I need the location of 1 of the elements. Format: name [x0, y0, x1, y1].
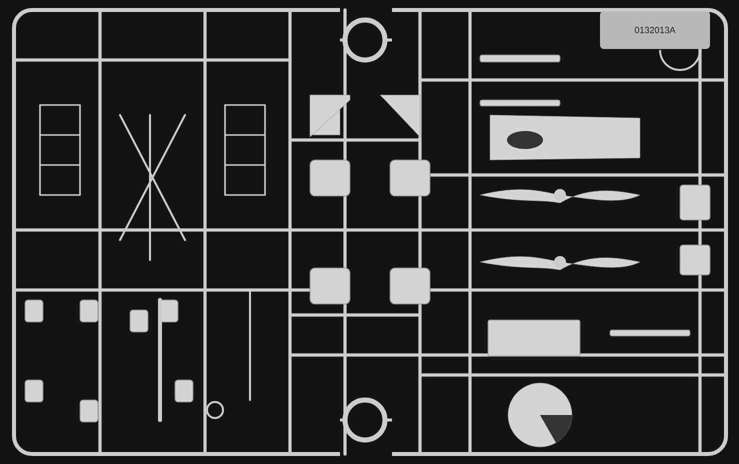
part-number-tag: 0132013A	[600, 11, 710, 49]
